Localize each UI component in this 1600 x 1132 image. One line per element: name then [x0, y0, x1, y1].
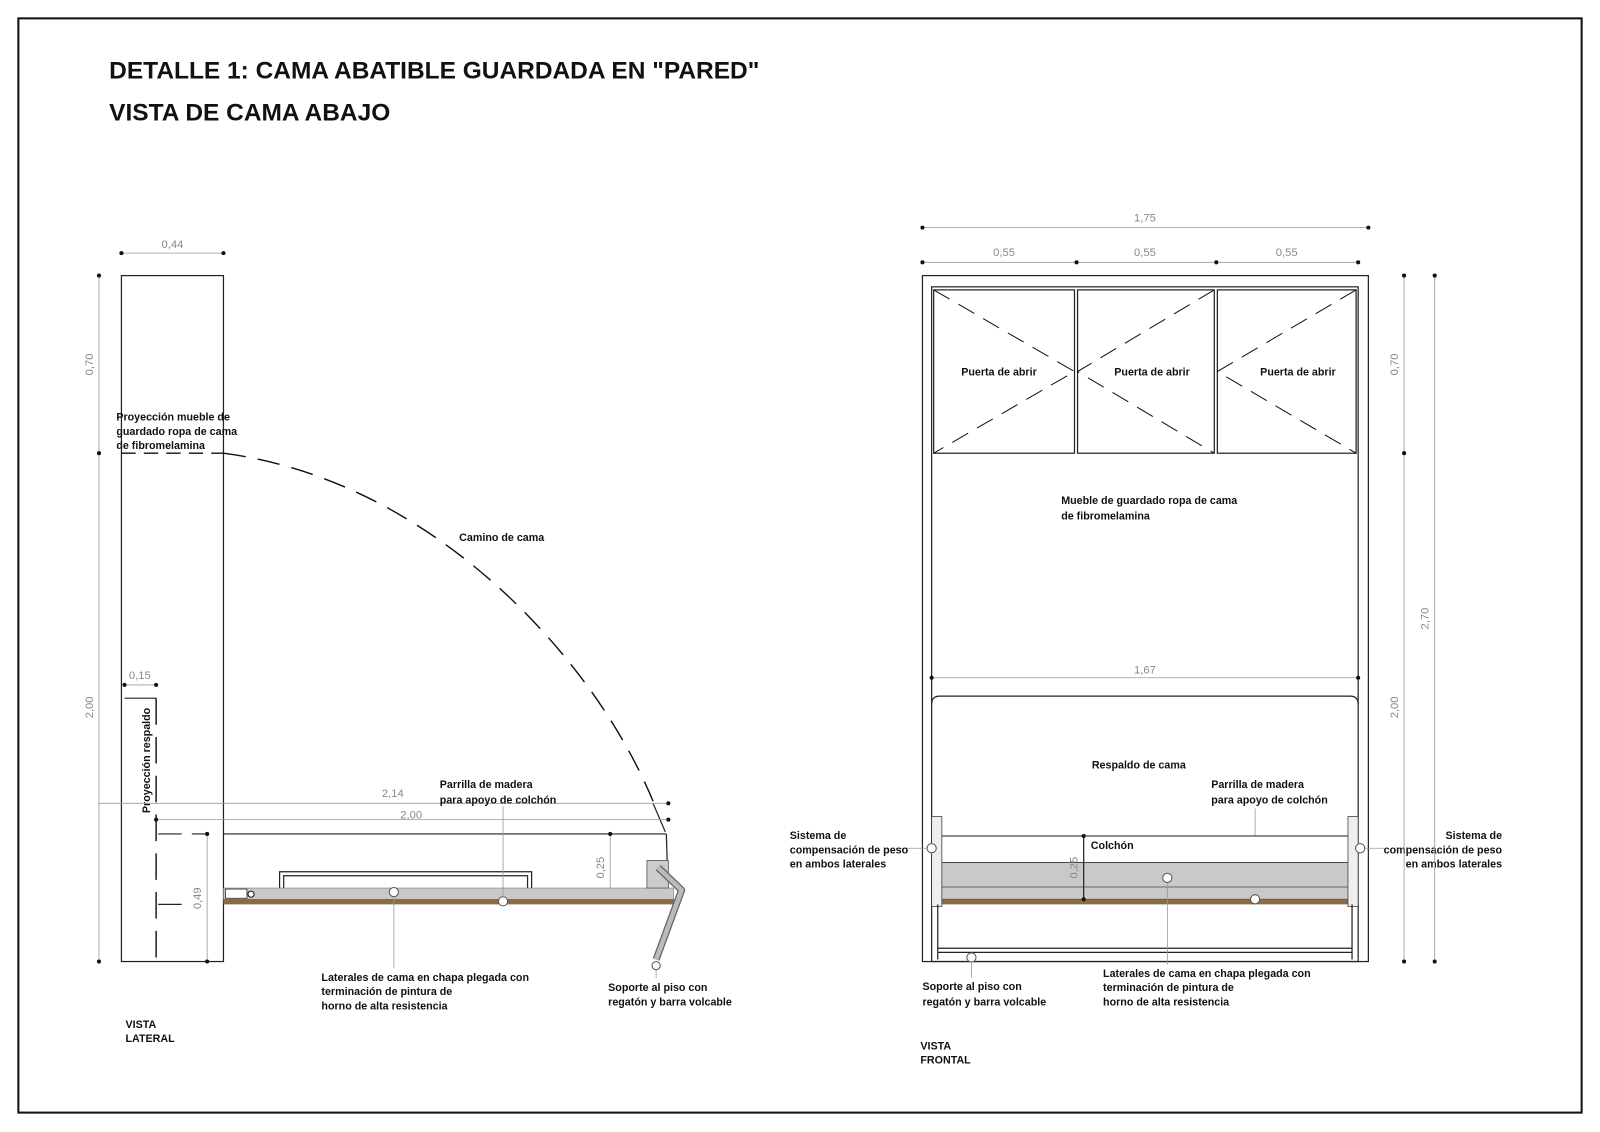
dim-total-h: 2,70: [1420, 608, 1432, 630]
wood-slats-front: [937, 899, 1353, 905]
label-sides-front-2: terminación de pintura de: [1103, 982, 1234, 994]
bed-path-arc: [223, 452, 654, 802]
dim-door-2: 0,55: [1134, 247, 1156, 259]
label-sides-3: horno de alta resistencia: [321, 1001, 448, 1013]
label-support-front: Soporte al piso con: [922, 981, 1021, 993]
dim-door-1: 0,55: [993, 247, 1015, 259]
mechanism-right: [1347, 816, 1359, 907]
dim-frame-h: 0,25: [595, 857, 607, 879]
dim-upper: 0,70: [84, 353, 96, 375]
label-comp-left: Sistema de: [790, 830, 847, 842]
label-support-2: regatón y barra volcable: [608, 996, 732, 1008]
label-slats: Parrilla de madera: [440, 779, 534, 791]
dim-bed-len: 2,00: [400, 810, 422, 822]
label-support: Soporte al piso con: [608, 982, 707, 994]
dim-path-len: 2,14: [382, 788, 404, 800]
frontal-view: 1,75 0,55 0,55 0,55 Puerta de abrir Puer…: [790, 212, 1503, 1066]
dim-inner-w: 1,67: [1134, 665, 1156, 677]
label-cabinet-3: de fibromelamina: [116, 440, 206, 452]
sheet-title: DETALLE 1: CAMA ABATIBLE GUARDADA EN "PA…: [109, 58, 759, 85]
door-1: [933, 289, 1076, 454]
label-comp-left-3: en ambos laterales: [790, 859, 886, 871]
label-mattress: Colchón: [1091, 840, 1134, 852]
dim-lower-front: 2,00: [1389, 696, 1401, 718]
label-comp-left-2: compensación de peso: [790, 844, 909, 856]
label-slats-2: para apoyo de colchón: [440, 794, 557, 806]
mattress: [940, 835, 1350, 864]
view-label-frontal: VISTA: [920, 1040, 951, 1052]
headboard: [931, 695, 1359, 705]
dim-width: 0,44: [162, 239, 184, 251]
label-sides-front-3: horno de alta resistencia: [1103, 996, 1230, 1008]
dim-lower: 2,00: [84, 696, 96, 718]
label-backrest: Proyección respaldo: [141, 707, 153, 813]
view-label-lateral-2: LATERAL: [126, 1033, 176, 1045]
cabinet-side: [120, 274, 225, 963]
lateral-view: 0,44 0,70 2,00 Proyección mueble de guar…: [84, 239, 732, 1045]
view-label-frontal-2: FRONTAL: [920, 1055, 971, 1067]
label-sides-2: terminación de pintura de: [321, 986, 452, 998]
label-path: Camino de cama: [459, 532, 545, 544]
label-cabinet-front: Mueble de guardado ropa de cama: [1061, 495, 1238, 507]
label-comp-right-3: en ambos laterales: [1406, 859, 1502, 871]
label-cabinet: Proyección mueble de: [116, 412, 230, 424]
label-slats-front-2: para apoyo de colchón: [1211, 794, 1328, 806]
label-headboard: Respaldo de cama: [1092, 760, 1187, 772]
slats-handle: [278, 871, 533, 889]
door-label-2: Puerta de abrir: [1114, 367, 1190, 379]
label-slats-front: Parrilla de madera: [1211, 779, 1305, 791]
dim-door-3: 0,55: [1276, 247, 1298, 259]
label-comp-right: Sistema de: [1446, 830, 1503, 842]
dim-backrest: 0,15: [129, 670, 151, 682]
dim-total-w: 1,75: [1134, 212, 1156, 224]
label-sides-front: Laterales de cama en chapa plegada con: [1103, 968, 1311, 980]
sheet-subtitle: VISTA DE CAMA ABAJO: [109, 99, 390, 126]
label-support-front-2: regatón y barra volcable: [922, 996, 1046, 1008]
wood-slats: [223, 899, 677, 905]
door-label-1: Puerta de abrir: [961, 367, 1037, 379]
dim-bed-h: 0,49: [192, 887, 204, 909]
dim-upper-front: 0,70: [1389, 353, 1401, 375]
label-sides: Laterales de cama en chapa plegada con: [321, 972, 529, 984]
label-comp-right-2: compensación de peso: [1384, 844, 1503, 856]
door-label-3: Puerta de abrir: [1260, 367, 1336, 379]
view-label-lateral: VISTA: [126, 1019, 157, 1031]
dim-frame-h-front: 0,25: [1069, 857, 1081, 879]
label-cabinet-2: guardado ropa de cama: [116, 426, 238, 438]
bed-side-rail: [223, 887, 674, 900]
mechanism-left: [931, 816, 943, 907]
bed-frame-front: [940, 862, 1350, 900]
sheet-border: [17, 17, 1583, 1114]
label-cabinet-front-2: de fibromelamina: [1061, 511, 1151, 523]
